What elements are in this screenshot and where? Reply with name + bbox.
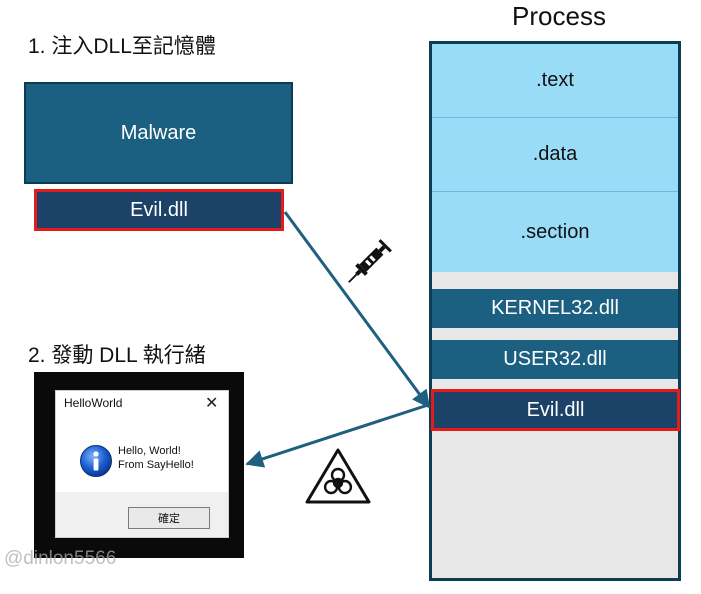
malware-evil-dll-label: Evil.dll xyxy=(130,198,188,221)
segment-section-label: .section xyxy=(520,220,590,243)
inject-arrow xyxy=(283,211,431,409)
module-kernel32: KERNEL32.dll xyxy=(432,289,678,328)
execute-arrow xyxy=(245,403,429,468)
malware-box: Malware xyxy=(24,82,293,184)
malware-evil-dll-box: Evil.dll xyxy=(34,189,284,231)
dialog-title: HelloWorld xyxy=(64,396,123,410)
segment-text-label: .text xyxy=(536,69,574,91)
segment-section: .section xyxy=(432,192,678,272)
info-icon xyxy=(80,445,112,477)
segment-text: .text xyxy=(432,44,678,118)
watermark: @dinlon5566 xyxy=(4,548,117,569)
module-evil-dll-label: Evil.dll xyxy=(526,398,585,421)
process-title: Process xyxy=(512,1,606,31)
dialog-message-line2: From SayHello! xyxy=(118,459,194,471)
dialog-close-icon[interactable]: ✕ xyxy=(205,395,219,412)
malware-label: Malware xyxy=(120,121,197,144)
module-kernel32-label: KERNEL32.dll xyxy=(491,297,619,319)
module-user32: USER32.dll xyxy=(432,340,678,379)
biohazard-icon xyxy=(305,448,371,504)
module-evil-dll: Evil.dll xyxy=(431,389,680,431)
dialog-ok-button[interactable]: 確定 xyxy=(128,507,210,529)
step2-title: 2. 發動 DLL 執行緒 xyxy=(28,344,206,367)
dialog-ok-label: 確定 xyxy=(158,513,180,525)
segment-data-label: .data xyxy=(532,143,578,165)
dialog-message-line1: Hello, World! xyxy=(118,445,181,457)
segment-data: .data xyxy=(432,118,678,192)
syringe-icon xyxy=(348,239,392,283)
module-user32-label: USER32.dll xyxy=(503,348,607,370)
step1-title: 1. 注入DLL至記憶體 xyxy=(28,35,216,58)
